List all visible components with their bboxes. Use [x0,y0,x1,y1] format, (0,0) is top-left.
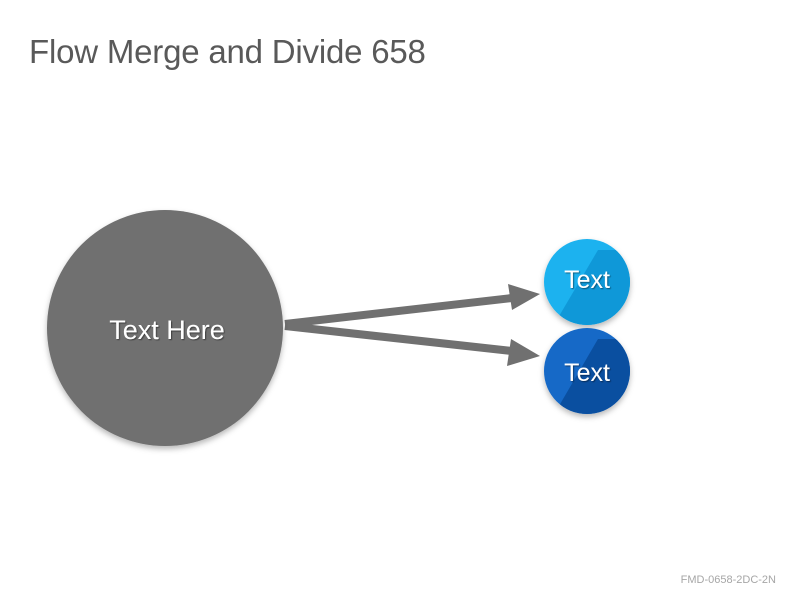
target-node-top: Text [544,239,630,325]
source-node-label: Text Here [109,315,225,345]
source-node: Text Here [47,210,283,446]
arrow-to-bottom-node [284,322,540,366]
target-node-bottom: Text [544,328,630,414]
slide-title: Flow Merge and Divide 658 [29,33,426,70]
footer-code: FMD-0658-2DC-2N [680,574,776,586]
arrow-to-top-node [284,284,540,328]
target-node-bottom-label: Text [564,359,610,387]
target-node-top-label: Text [564,266,610,294]
